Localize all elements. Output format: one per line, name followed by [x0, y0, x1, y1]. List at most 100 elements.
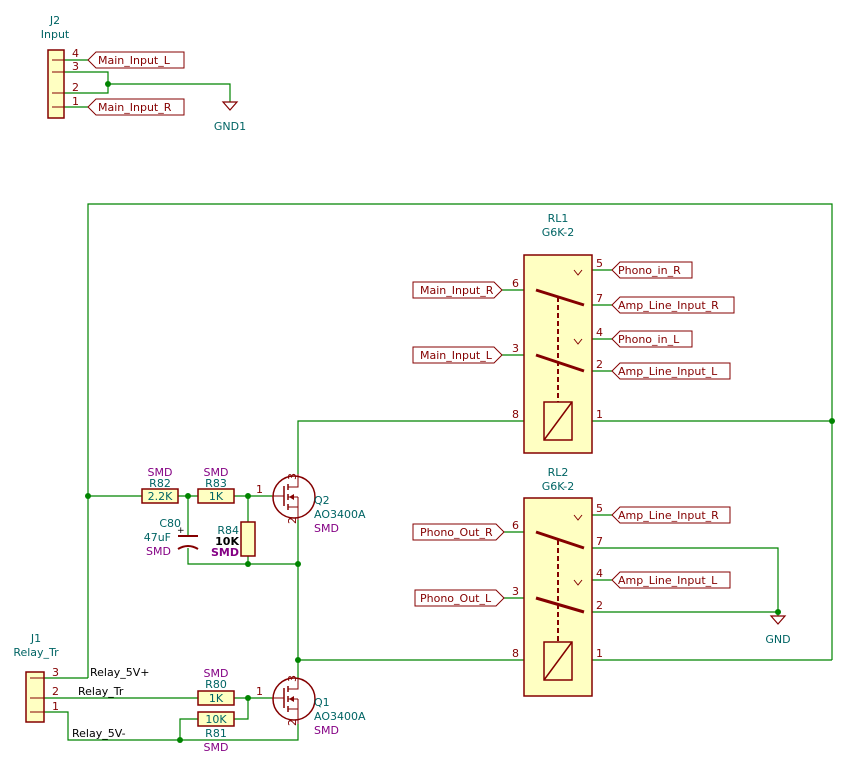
net-label-box — [611, 296, 735, 314]
q2-value: AO3400A — [314, 508, 366, 521]
junction-dot — [245, 493, 251, 499]
mosfet-q2: 1 3 2 Q2 AO3400A SMD — [256, 473, 366, 535]
rl2-pin2-number: 2 — [596, 599, 603, 612]
relay-rl2: RL2 G6K-2 6 3 8 5 7 4 2 1 — [512, 466, 603, 697]
net-label-main-input-r-rl1: Main_Input_R — [420, 284, 494, 297]
j2-pin2-number: 2 — [72, 81, 79, 94]
rl2-pin8-number: 8 — [512, 647, 519, 660]
net-label-phono-out-r: Phono_Out_R — [420, 526, 493, 539]
rl1-coil — [543, 401, 573, 441]
wire-r81-right — [234, 698, 249, 720]
junction-dot — [185, 493, 191, 499]
junction-dot — [295, 561, 301, 567]
q2-footprint: SMD — [314, 522, 339, 535]
resistor-r84: R84 10K SMD — [211, 521, 256, 559]
wire-j1-pin1 — [44, 711, 299, 741]
rl1-pin5-number: 5 — [596, 257, 603, 270]
j2-pin1-number: 1 — [72, 95, 79, 108]
r80-body — [197, 690, 235, 706]
j1-pin1-number: 1 — [52, 700, 59, 713]
q1-body — [272, 677, 316, 721]
wire-5v-rail — [87, 203, 833, 678]
r84-footprint: SMD — [211, 546, 239, 559]
q1-value: AO3400A — [314, 710, 366, 723]
j1-pin2-number: 2 — [52, 685, 59, 698]
rl1-value: G6K-2 — [542, 226, 575, 239]
q1-source-pin: 2 — [286, 719, 299, 726]
net-label-main-input-l-j2: Main_Input_L — [98, 54, 171, 67]
wire-rl2-pin2 — [592, 611, 779, 616]
j2-pin3-number: 3 — [72, 60, 79, 73]
q1-gate-pin: 1 — [256, 685, 263, 698]
net-label-box — [412, 281, 503, 299]
j1-net-5v-plus: Relay_5V+ — [90, 666, 149, 679]
net-label-phono-in-l: Phono_in_L — [618, 333, 680, 346]
relay-rl1: RL1 G6K-2 6 3 8 5 7 4 2 1 — [512, 212, 603, 454]
r82-ref: R82 — [149, 477, 171, 490]
wires — [44, 59, 833, 741]
j1-body — [25, 671, 45, 723]
net-label-box — [611, 571, 731, 589]
q2-gate-pin: 1 — [256, 483, 263, 496]
rl1-pin3-number: 3 — [512, 342, 519, 355]
junction-dot — [829, 418, 835, 424]
rl2-ref: RL2 — [548, 466, 569, 479]
rl1-switch-contacts — [535, 288, 585, 373]
mosfet-q1: 1 3 2 Q1 AO3400A SMD — [256, 675, 366, 737]
rl2-pin6-number: 6 — [512, 519, 519, 532]
gnd1-symbol: GND1 — [214, 101, 246, 133]
rl2-pin7-number: 7 — [596, 535, 603, 548]
net-label-amp-line-input-r-rl2: Amp_Line_Input_R — [618, 509, 719, 522]
net-label-box — [412, 523, 505, 541]
q1-drain-pin: 3 — [286, 675, 299, 682]
junctions — [85, 81, 835, 743]
junction-dot — [295, 657, 301, 663]
r80-ref: R80 — [205, 678, 227, 691]
net-label-main-input-r-j2: Main_Input_R — [98, 101, 172, 114]
q1-ref: Q1 — [314, 696, 330, 709]
junction-dot — [245, 695, 251, 701]
net-label-box — [611, 506, 731, 524]
c80-footprint: SMD — [146, 545, 171, 558]
c80-ref: C80 — [159, 517, 181, 530]
c80-polarity-mark: + — [177, 526, 185, 536]
r84-value: 10K — [215, 535, 239, 548]
j2-value: Input — [41, 28, 70, 41]
q2-body — [272, 475, 316, 519]
junction-dot — [177, 737, 183, 743]
j2-ref: J2 — [49, 14, 60, 27]
rl1-pin6-number: 6 — [512, 277, 519, 290]
net-label-box — [414, 589, 505, 607]
j1-net-tr: Relay_Tr — [78, 685, 124, 698]
net-label-box — [611, 362, 731, 380]
rl1-pin8-number: 8 — [512, 408, 519, 421]
r84-body — [240, 521, 256, 557]
r80-value: 1K — [209, 692, 224, 705]
r80-footprint: SMD — [204, 667, 229, 680]
j1-pin3-number: 3 — [52, 666, 59, 679]
r84-ref: R84 — [217, 524, 239, 537]
resistor-r80: SMD R80 1K — [197, 667, 235, 706]
net-label-box — [87, 51, 185, 69]
net-label-main-input-l-rl1: Main_Input_L — [420, 349, 493, 362]
net-label-amp-line-input-r-rl1: Amp_Line_Input_R — [618, 299, 719, 312]
q1-footprint: SMD — [314, 724, 339, 737]
r81-footprint: SMD — [204, 741, 229, 754]
q2-ref: Q2 — [314, 494, 330, 507]
j2-body — [47, 49, 65, 119]
capacitor-c80: C80 47uF SMD + — [144, 517, 199, 558]
r83-value: 1K — [209, 490, 224, 503]
rl1-pin2-number: 2 — [596, 358, 603, 371]
j1-value: Relay_Tr — [13, 646, 59, 659]
junction-dot — [105, 81, 111, 87]
junction-dot — [85, 493, 91, 499]
r81-ref: R81 — [205, 727, 227, 740]
net-label-box — [611, 261, 693, 279]
rl2-pin5-number: 5 — [596, 502, 603, 515]
rl1-pin7-number: 7 — [596, 292, 603, 305]
r83-footprint: SMD — [204, 466, 229, 479]
resistor-r83: SMD R83 1K — [197, 466, 235, 504]
rl1-pin1-number: 1 — [596, 408, 603, 421]
r81-body — [197, 711, 235, 727]
